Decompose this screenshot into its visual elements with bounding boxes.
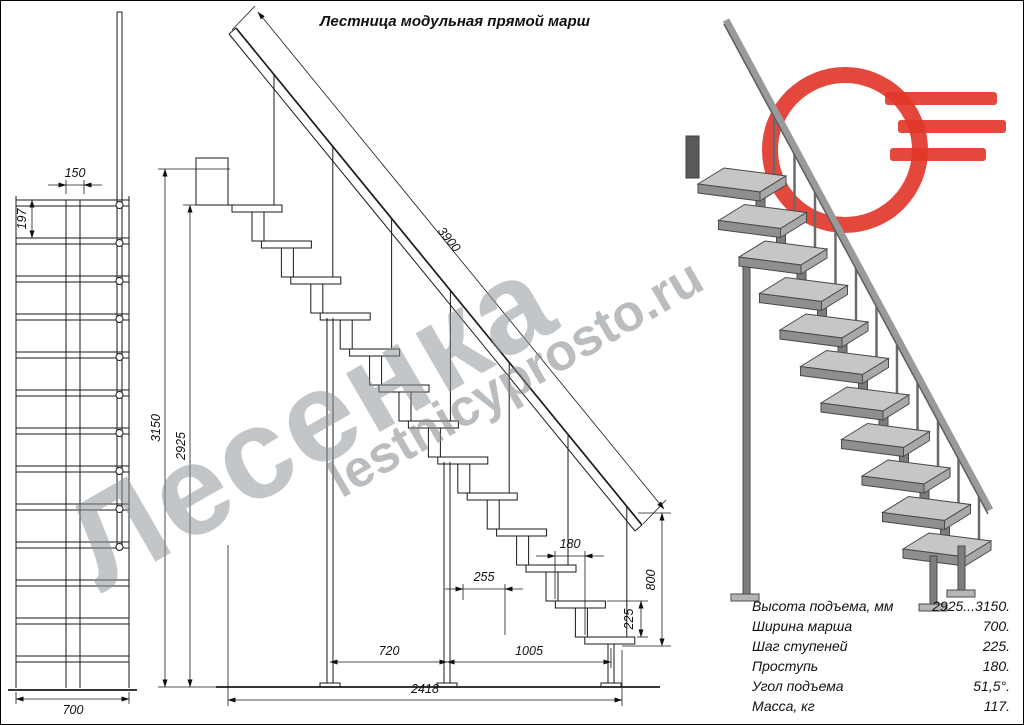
spec-table: Высота подъема, мм 2925...3150. Ширина мар… xyxy=(752,596,1010,716)
dim-197: 197 xyxy=(15,208,29,230)
dim-255: 255 xyxy=(473,570,495,584)
spec-value: 700. xyxy=(982,618,1010,634)
iso-view xyxy=(685,18,1006,612)
spec-row: Угол подъема 51,5°. xyxy=(752,676,1010,696)
dim-1005: 1005 xyxy=(515,644,543,658)
spec-label: Масса, кг xyxy=(752,698,815,714)
front-view xyxy=(8,11,137,691)
spec-value: 180. xyxy=(982,658,1010,674)
spec-row: Проступь 180. xyxy=(752,656,1010,676)
spec-value: 51,5°. xyxy=(973,678,1010,694)
dim-225: 225 xyxy=(622,609,636,631)
dimensions: 150 197 700 3900 3150 2925 180 255 xyxy=(15,5,671,717)
dim-180: 180 xyxy=(560,537,581,551)
dim-2418: 2418 xyxy=(410,682,439,696)
spec-value: 225. xyxy=(982,638,1010,654)
dim-720: 720 xyxy=(379,644,400,658)
spec-label: Ширина марша xyxy=(752,618,853,634)
spec-label: Угол подъема xyxy=(752,678,844,694)
spec-row: Ширина марша 700. xyxy=(752,616,1010,636)
dim-800: 800 xyxy=(644,570,658,591)
dim-150: 150 xyxy=(65,166,86,180)
spec-row: Масса, кг 117. xyxy=(752,696,1010,716)
side-view xyxy=(195,27,660,688)
dim-700: 700 xyxy=(63,703,84,717)
spec-row: Высота подъема, мм 2925...3150. xyxy=(752,596,1010,616)
spec-label: Шаг ступеней xyxy=(752,638,848,654)
spec-label: Проступь xyxy=(752,658,819,674)
spec-row: Шаг ступеней 225. xyxy=(752,636,1010,656)
dim-3900: 3900 xyxy=(435,224,463,254)
dim-2925: 2925 xyxy=(174,432,188,461)
drawing-title: Лестница модульная прямой марш xyxy=(320,13,590,30)
dim-3150: 3150 xyxy=(149,414,163,442)
spec-value: 2925...3150. xyxy=(932,598,1010,614)
spec-label: Высота подъема, мм xyxy=(752,598,894,614)
spec-value: 117. xyxy=(983,698,1010,714)
